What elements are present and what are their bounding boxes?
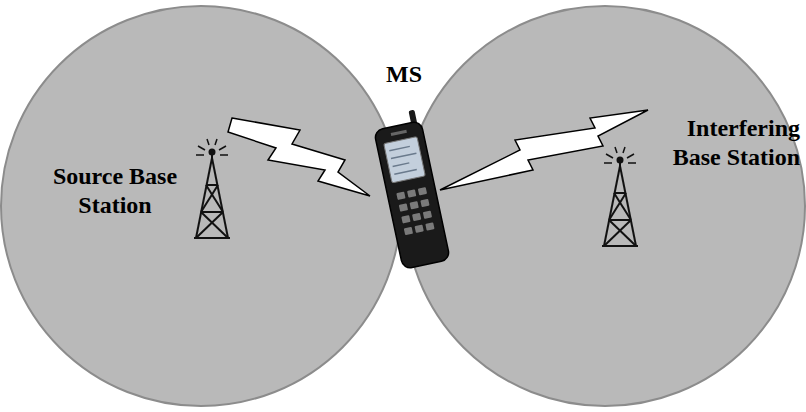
source-tower: [194, 139, 230, 238]
interfering-tower: [602, 147, 638, 246]
mobile-phone: [371, 109, 450, 270]
cell-outline: [404, 2, 806, 410]
phone-screen-lines: [389, 145, 419, 174]
station-label: Source Base Station: [49, 162, 181, 220]
coverage-cell: Interfering Base Station: [404, 2, 806, 410]
lightning-bolt: [228, 118, 370, 196]
cell-text-box: Source Base Station: [49, 162, 181, 220]
cell-outline: [0, 2, 402, 410]
phone-keypad: [396, 187, 434, 235]
phone-body: [374, 121, 450, 270]
cell-text-box: Interfering Base Station: [666, 114, 800, 172]
cell-circle: [1, 6, 401, 406]
mobile-station-label: MS: [386, 60, 422, 89]
phone-antenna: [408, 110, 417, 127]
lightning-bolt: [440, 110, 648, 190]
phone-screen: [384, 137, 426, 183]
station-label: Interfering Base Station: [666, 114, 800, 172]
coverage-cell: Source Base Station: [0, 2, 402, 410]
cell-circle: [405, 6, 805, 406]
phone-earpiece: [391, 130, 407, 136]
